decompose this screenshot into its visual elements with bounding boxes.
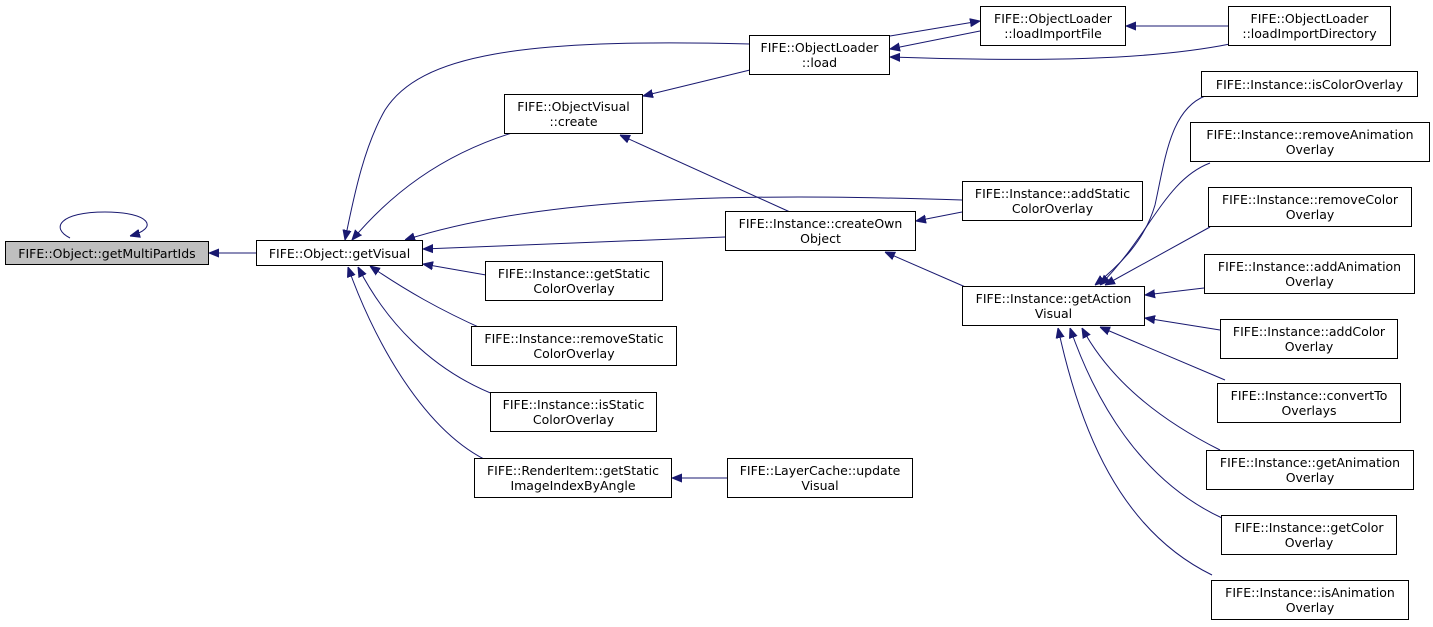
edge-getColorOverlay-to-getActionVisual — [1070, 328, 1223, 519]
edge-olLoad-to-ovCreate — [643, 69, 751, 96]
edge-addColorOverlay-to-getActionVisual — [1145, 318, 1221, 331]
edge-ovCreate-to-getVisual — [352, 131, 516, 240]
node-objectloader-load[interactable]: FIFE::ObjectLoader::load — [749, 35, 890, 75]
edges — [59, 21, 1231, 576]
node-getVisual[interactable]: FIFE::Object::getVisual — [256, 240, 423, 266]
edge-addStaticColorOverlay-to-getVisual — [405, 196, 963, 240]
edge-addStaticColorOverlay-to-createOwnObject — [916, 211, 963, 221]
edge-convertToOverlays-to-getActionVisual — [1100, 327, 1226, 381]
edge-getAnimationOverlay-to-getActionVisual — [1082, 328, 1221, 451]
node-instance-iscoloroverlay[interactable]: FIFE::Instance::isColorOverlay — [1201, 71, 1418, 97]
node-objectloader-loadimportfile[interactable]: FIFE::ObjectLoader::loadImportFile — [980, 6, 1126, 46]
edge-removeAnimationOverlay-to-getActionVisual — [1100, 162, 1211, 285]
edge-olLoadImportFile-to-olLoad — [890, 30, 981, 49]
edge-removeStaticColorOverlay-to-getVisual — [370, 266, 486, 331]
edge-isStaticColorOverlay-to-getVisual — [358, 267, 499, 397]
node-getMultiPartIds: FIFE::Object::getMultiPartIds — [5, 241, 209, 265]
edge-olLoad-to-getVisual — [345, 42, 751, 240]
edge-addAnimationOverlay-to-getActionVisual — [1145, 287, 1205, 295]
node-objectloader-loadimportdirectory[interactable]: FIFE::ObjectLoader::loadImportDirectory — [1228, 6, 1391, 46]
edge-olLoad-to-olLoadImportFile — [889, 21, 980, 37]
edge-getActionVisual-to-createOwnObject — [885, 252, 971, 290]
node-objectvisual-create[interactable]: FIFE::ObjectVisual::create — [504, 94, 643, 134]
edge-createOwnObject-to-ovCreate — [620, 135, 791, 213]
edge-olLoadImportDir-to-olLoad — [890, 43, 1231, 59]
edge-getStaticImageIndexByAngle-to-getVisual — [348, 267, 491, 463]
edge-isAnimationOverlay-to-getActionVisual — [1058, 328, 1213, 576]
edge-removeColorOverlay-to-getActionVisual — [1105, 226, 1211, 285]
edge-createOwnObject-to-getVisual — [423, 236, 726, 249]
edge-getMultiPartIds-self — [59, 211, 148, 239]
edge-getStaticColorOverlay-to-getVisual — [423, 264, 487, 276]
